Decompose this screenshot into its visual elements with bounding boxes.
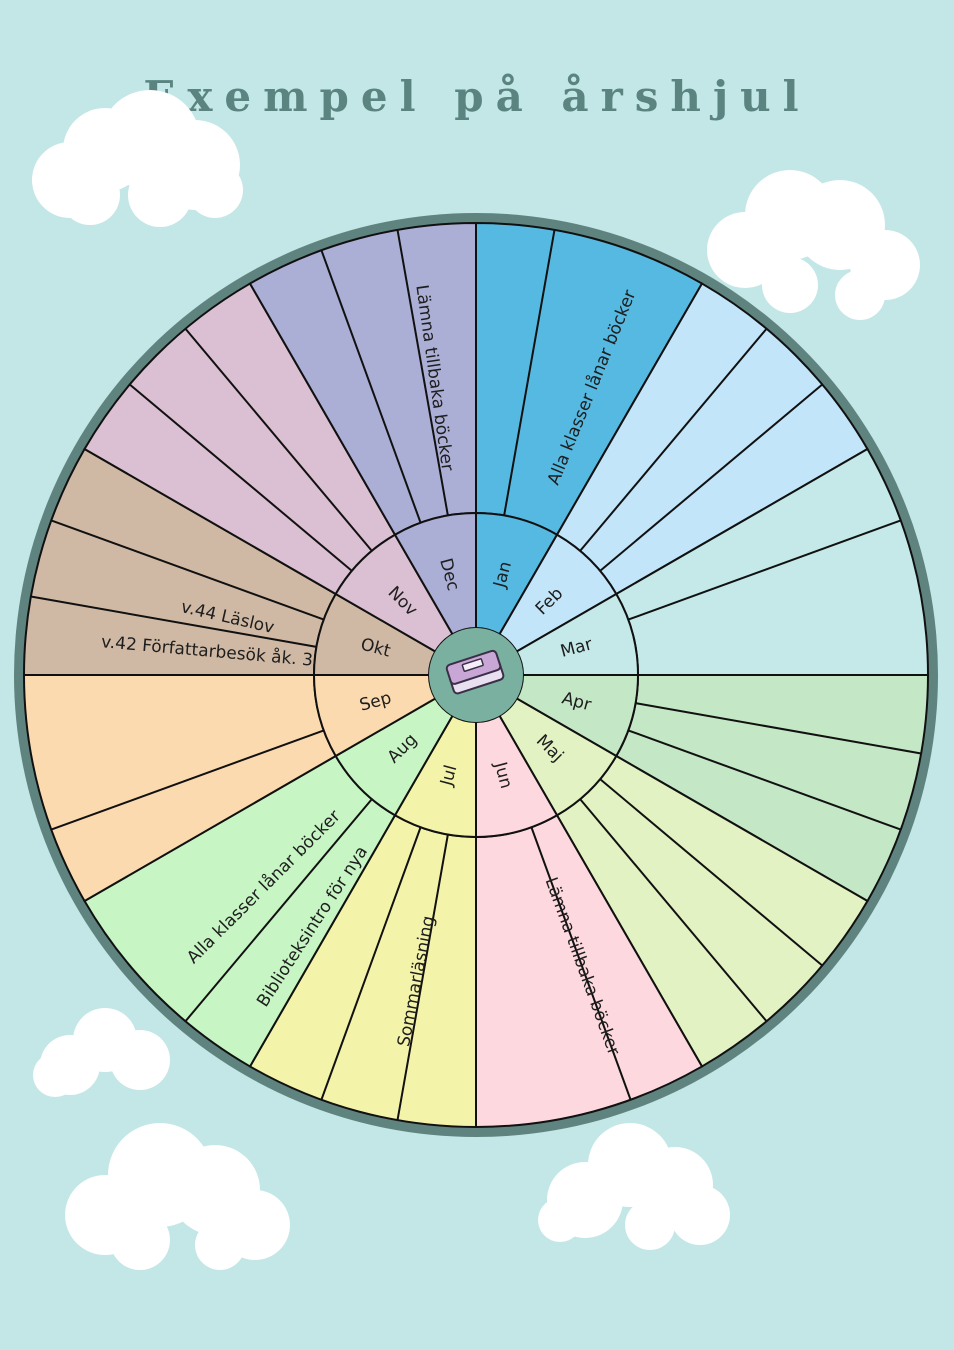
divider-line	[50, 519, 325, 621]
year-wheel: JanFebMarAprMajJunJulAugSepOktNovDecAlla…	[14, 213, 938, 1137]
clouds	[32, 90, 920, 1270]
divider-line	[129, 383, 353, 572]
divider-line	[396, 229, 449, 516]
cloud-icon	[32, 90, 243, 227]
divider-line	[503, 229, 556, 516]
divider-line	[627, 519, 902, 621]
divider-line	[320, 249, 422, 524]
page-title: Exempel på årshjul	[143, 72, 811, 121]
cloud-icon	[707, 170, 920, 320]
divider-line	[599, 778, 823, 967]
cloud-icon	[538, 1123, 730, 1250]
divider-line	[320, 826, 422, 1101]
divider-line	[30, 595, 317, 648]
cloud-icon	[65, 1123, 290, 1270]
divider-line	[627, 729, 902, 831]
divider-line	[579, 328, 768, 552]
divider-line	[599, 383, 823, 572]
divider-line	[579, 798, 768, 1022]
divider-line	[184, 798, 373, 1022]
divider-line	[635, 702, 922, 755]
divider-line	[530, 826, 632, 1101]
divider-line	[184, 328, 373, 552]
divider-line	[50, 729, 325, 831]
divider-line	[396, 834, 449, 1121]
book-icon	[445, 649, 505, 695]
cloud-icon	[33, 1008, 170, 1097]
